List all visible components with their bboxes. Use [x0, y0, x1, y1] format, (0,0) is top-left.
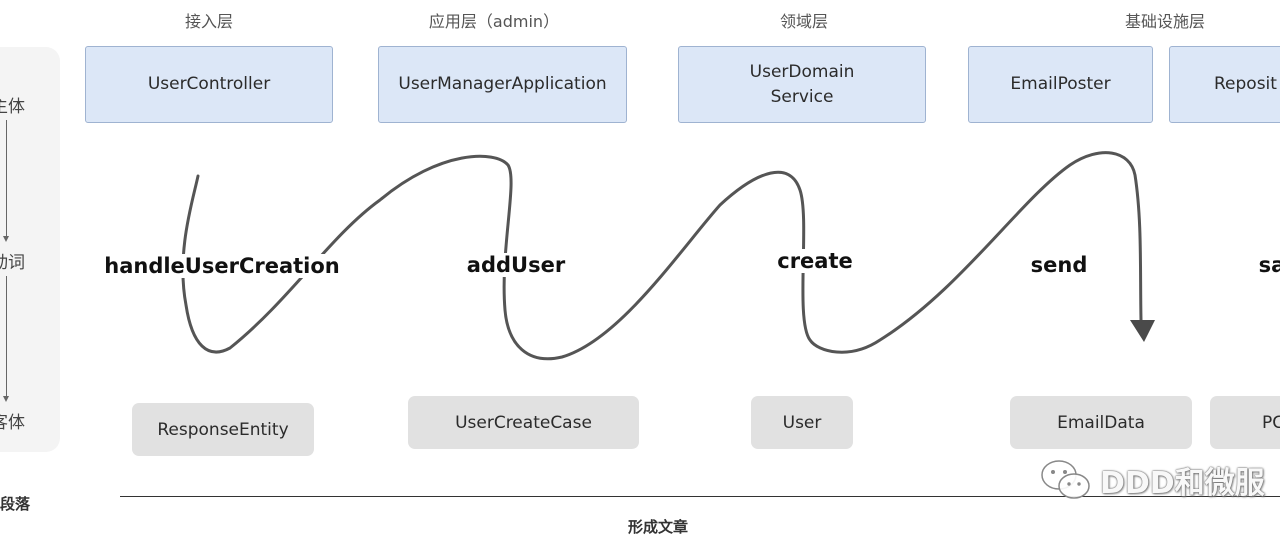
subject-label: 主体 [0, 97, 25, 117]
object-box-response-entity: ResponseEntity [132, 403, 314, 456]
verb-label: 动词 [0, 253, 25, 273]
arrow-down-icon [3, 276, 9, 402]
article-divider-line [120, 496, 1280, 497]
object-box-po: PC [1210, 396, 1280, 449]
object-box-user: User [751, 396, 853, 449]
subject-box-user-domain-service: UserDomain Service [678, 46, 926, 123]
watermark-text: DDD和微服 [1100, 466, 1265, 501]
layer-label-access: 接入层 [184, 12, 234, 31]
object-box-email-data: EmailData [1010, 396, 1192, 449]
verb-save: sa [1256, 253, 1280, 277]
object-label: 客体 [0, 413, 25, 433]
object-box-user-create-case: UserCreateCase [408, 396, 639, 449]
verb-add-user: addUser [464, 253, 568, 277]
arrow-down-icon [3, 120, 9, 242]
verb-send: send [1028, 253, 1090, 277]
role-legend-panel [0, 47, 60, 452]
subject-box-user-controller: UserController [85, 46, 333, 123]
subject-box-email-poster: EmailPoster [968, 46, 1153, 123]
wechat-watermark: DDD和微服 [1040, 458, 1265, 502]
subject-box-user-manager-application: UserManagerApplication [378, 46, 627, 123]
layer-label-infrastructure: 基础设施层 [1124, 12, 1206, 31]
verb-handle-user-creation: handleUserCreation [102, 254, 342, 278]
layer-label-application: 应用层（admin） [428, 12, 560, 31]
wechat-icon [1041, 460, 1090, 499]
flow-curve-path [181, 151, 1143, 361]
verb-create: create [775, 249, 855, 273]
layer-label-domain: 领域层 [779, 12, 829, 31]
subject-box-repository: Reposit [1169, 46, 1280, 123]
flow-arrowhead-icon [1130, 320, 1155, 342]
paragraph-label: 段落 [0, 495, 31, 513]
bottom-caption: 形成文章 [628, 518, 689, 536]
